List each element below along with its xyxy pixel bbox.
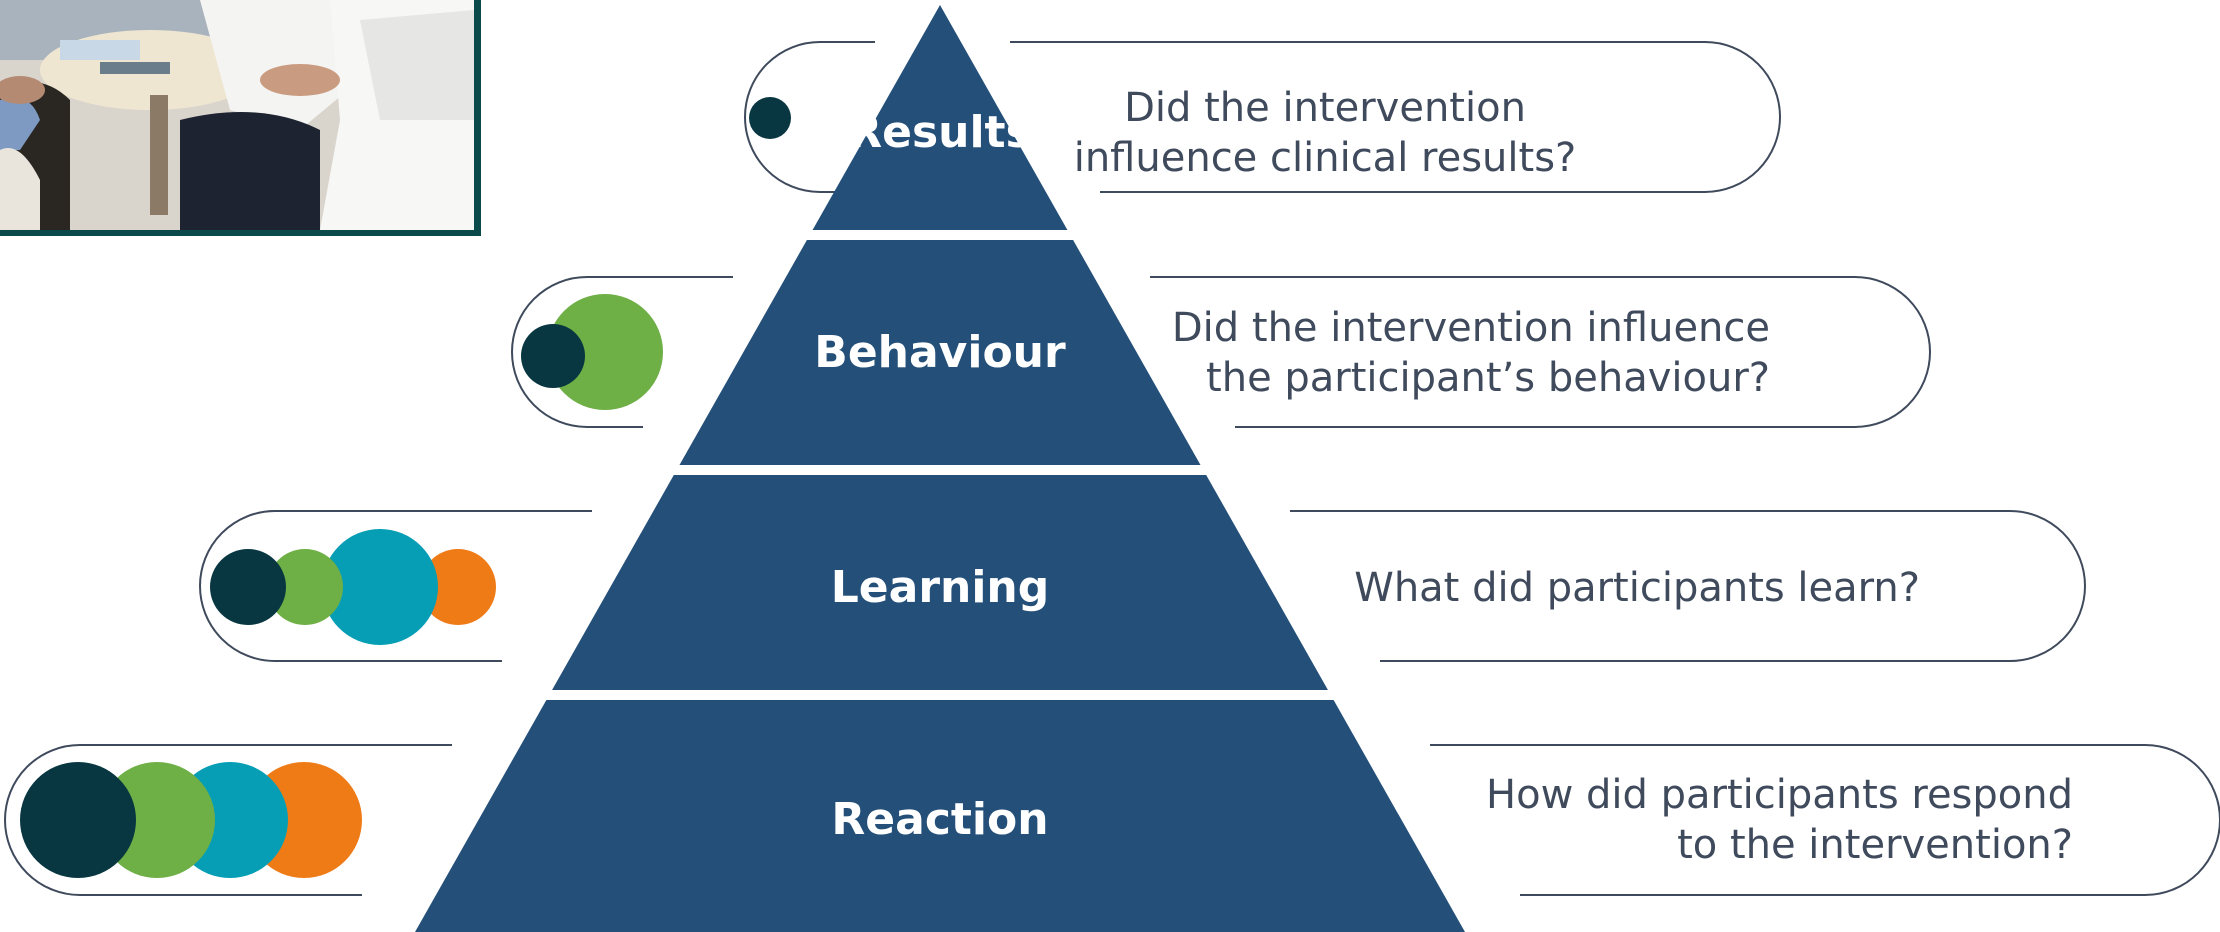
level-question: Did the intervention influence clinical … [1073, 85, 1577, 181]
capsule-right-1 [1150, 276, 1931, 428]
level-question: Did the intervention influence the parti… [1171, 305, 1770, 401]
capsule-right-2 [1290, 510, 2086, 662]
level-circle-1-0 [547, 294, 663, 410]
level-circle-2-0 [420, 549, 496, 625]
meeting-photo [0, 0, 481, 236]
level-label: Behaviour [814, 327, 1066, 378]
level-label: Learning [830, 562, 1050, 613]
level-circle-0-0 [749, 97, 791, 139]
capsule-left-1 [511, 276, 733, 428]
level-circle-2-1 [322, 529, 438, 645]
level-circle-2-2 [267, 549, 343, 625]
pyramid-band-0 [812, 5, 1068, 230]
level-label: Results [848, 107, 1032, 158]
pyramid-band-1 [679, 240, 1201, 465]
pyramid-band-3 [415, 700, 1465, 932]
pyramid-band-2 [552, 475, 1328, 690]
level-question: What did participants learn? [1354, 565, 1920, 611]
level-circle-2-3 [210, 549, 286, 625]
level-circle-1-1 [521, 324, 585, 388]
level-label: Reaction [831, 794, 1049, 845]
capsule-left-3 [4, 744, 452, 896]
level-circle-3-3 [20, 762, 136, 878]
capsule-right-0 [1010, 41, 1781, 193]
capsule-left-2 [199, 510, 592, 662]
capsule-left-0 [744, 41, 875, 193]
level-question: How did participants respond to the inte… [1486, 772, 2073, 868]
